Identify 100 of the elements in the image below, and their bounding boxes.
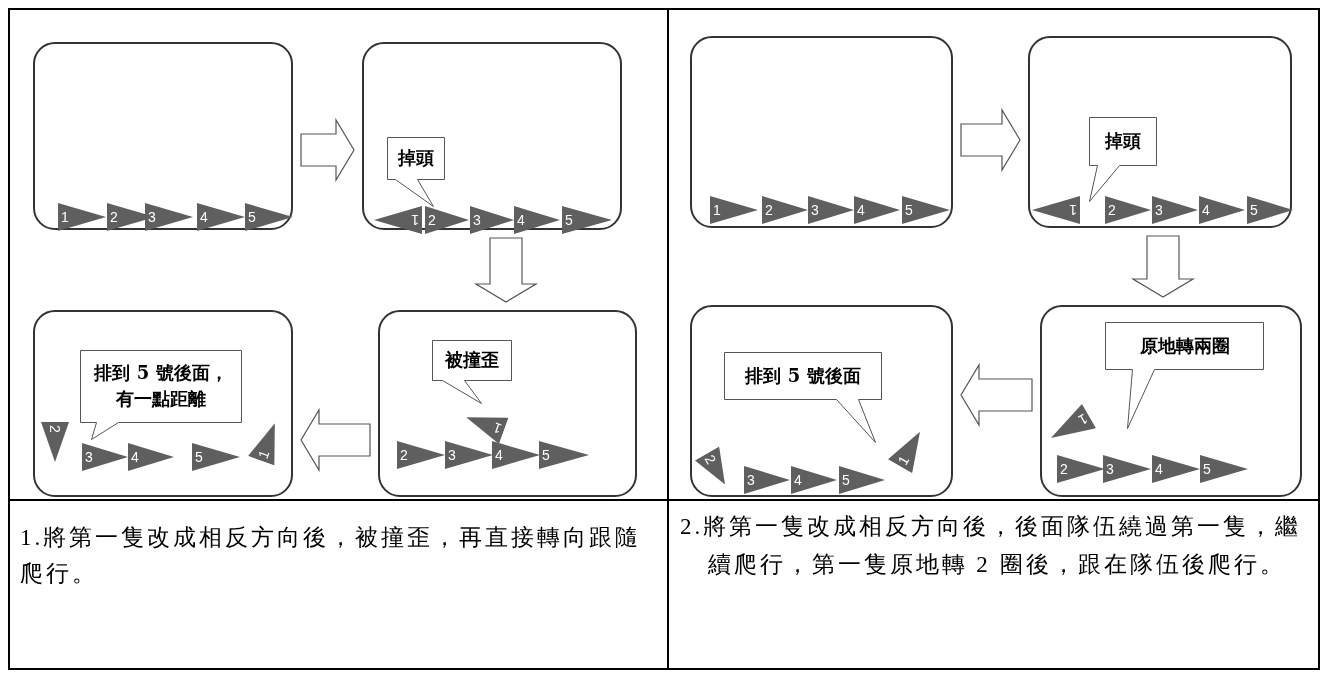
speech-bubble	[432, 340, 513, 405]
triangle-marker	[762, 196, 808, 224]
triangle-marker	[145, 203, 193, 231]
triangle-marker	[397, 441, 445, 469]
marker-number: 3	[473, 211, 481, 229]
triangle-marker	[808, 196, 854, 224]
marker-number: 3	[747, 471, 755, 489]
triangle-marker	[425, 206, 469, 234]
triangle-marker	[1247, 196, 1293, 224]
speech-bubble	[1105, 322, 1265, 430]
triangle-marker	[854, 196, 900, 224]
marker-number: 2	[428, 211, 436, 229]
marker-number: 5	[1203, 460, 1211, 478]
rounded-panel	[33, 42, 293, 230]
triangle-marker	[562, 206, 612, 234]
marker-number: 1	[1075, 409, 1091, 430]
bubble-text: 排到 5 號後面，有一點距離	[93, 361, 229, 411]
triangle-marker	[514, 206, 560, 234]
marker-number: 2	[700, 451, 721, 468]
triangle-marker	[470, 206, 514, 234]
marker-number: 1	[411, 211, 419, 229]
triangle-marker	[1105, 196, 1151, 224]
marker-number: 4	[1202, 201, 1210, 219]
marker-number: 3	[148, 208, 156, 226]
triangle-marker	[1199, 196, 1245, 224]
triangle-marker	[1152, 196, 1198, 224]
marker-number: 3	[85, 448, 93, 466]
marker-number: 1	[61, 208, 69, 226]
triangle-marker	[902, 196, 950, 224]
marker-number: 4	[200, 208, 208, 226]
marker-number: 1	[253, 447, 274, 462]
block-arrow	[1130, 235, 1196, 298]
marker-number: 3	[448, 446, 456, 464]
triangle-marker	[82, 443, 128, 471]
marker-number: 5	[565, 211, 573, 229]
marker-number: 5	[842, 471, 850, 489]
marker-number: 2	[1108, 201, 1116, 219]
triangle-marker	[710, 196, 758, 224]
marker-number: 2	[110, 208, 118, 226]
marker-number: 4	[857, 201, 865, 219]
marker-number: 5	[248, 208, 256, 226]
triangle-marker	[374, 206, 422, 234]
triangle-marker	[128, 443, 174, 471]
speech-bubble	[387, 137, 446, 208]
marker-number: 2	[765, 201, 773, 219]
marker-number: 2	[400, 446, 408, 464]
block-arrow	[960, 362, 1033, 428]
rounded-panel	[690, 36, 953, 228]
triangle-marker	[1057, 455, 1105, 483]
caption-text: 1.將第一隻改成相反方向後，被撞歪，再直接轉向跟隨爬行。	[20, 524, 643, 588]
marker-number: 5	[195, 448, 203, 466]
rounded-panel	[1028, 36, 1292, 228]
triangle-marker	[1152, 455, 1200, 483]
speech-bubble	[1089, 117, 1158, 203]
marker-number: 3	[1155, 201, 1163, 219]
speech-bubble	[80, 350, 243, 441]
bubble-text: 排到 5 號後面	[745, 363, 861, 388]
rounded-panel	[33, 310, 293, 497]
triangle-marker	[197, 203, 245, 231]
rounded-panel	[690, 305, 953, 497]
marker-number: 1	[713, 201, 721, 219]
block-arrow	[960, 107, 1021, 173]
bubble-text: 掉頭	[1105, 129, 1141, 153]
block-arrow	[300, 407, 371, 473]
marker-number: 4	[495, 446, 503, 464]
marker-number: 1	[1069, 201, 1077, 219]
triangle-marker	[539, 441, 589, 469]
triangle-marker	[1200, 455, 1248, 483]
triangle-marker	[58, 203, 106, 231]
rounded-panel	[378, 310, 637, 497]
triangle-marker	[245, 203, 293, 231]
marker-number: 1	[893, 452, 914, 469]
rounded-panel	[1040, 305, 1302, 497]
triangle-marker	[791, 466, 837, 494]
marker-number: 3	[811, 201, 819, 219]
marker-number: 1	[490, 418, 505, 439]
marker-number: 5	[1250, 201, 1258, 219]
marker-number: 5	[542, 446, 550, 464]
caption-text: 2.將第一隻改成相反方向後，後面隊伍繞過第一隻，繼續爬行，第一隻原地轉 2 圈後，跟在隊伍後爬行。	[680, 513, 1303, 579]
bubble-text: 掉頭	[398, 146, 434, 170]
block-arrow	[300, 117, 355, 183]
bubble-text: 被撞歪	[445, 348, 499, 372]
block-arrow	[473, 237, 539, 303]
triangle-marker	[1103, 455, 1151, 483]
marker-number: 5	[905, 201, 913, 219]
marker-number: 3	[1106, 460, 1114, 478]
triangle-marker	[445, 441, 493, 469]
speech-bubble	[724, 352, 883, 444]
marker-number: 4	[1155, 460, 1163, 478]
bubble-text: 原地轉兩圈	[1139, 333, 1230, 358]
triangle-marker	[1032, 196, 1080, 224]
marker-number: 4	[131, 448, 139, 466]
marker-number: 4	[794, 471, 802, 489]
marker-number: 2	[46, 425, 64, 433]
triangle-marker	[744, 466, 790, 494]
triangle-marker	[192, 443, 240, 471]
triangle-marker	[41, 422, 69, 462]
triangle-marker	[492, 441, 540, 469]
marker-number: 2	[1060, 460, 1068, 478]
triangle-marker	[839, 466, 885, 494]
